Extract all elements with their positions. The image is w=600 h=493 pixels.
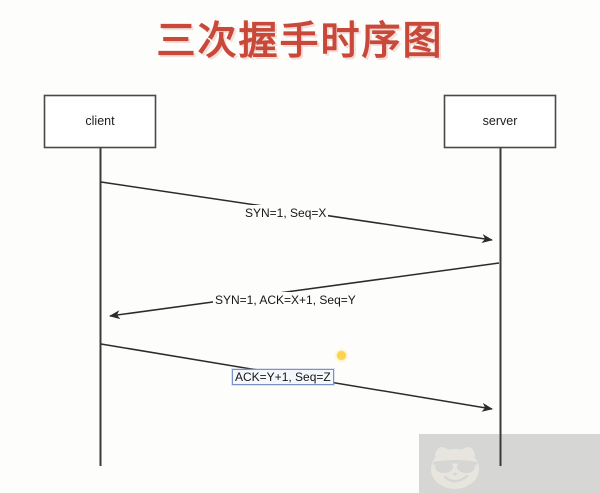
dot-marker[interactable]	[337, 351, 346, 360]
participant-box-client	[43, 94, 157, 149]
watermark-panel	[419, 434, 600, 493]
participant-label-server[interactable]: server	[482, 114, 518, 128]
message-label-3-selected[interactable]: ACK=Y+1, Seq=Z	[232, 369, 334, 385]
message-arrow-2	[109, 262, 500, 320]
page-title: 三次握手时序图	[156, 19, 444, 64]
participant-box-server	[443, 94, 557, 149]
message-label-2[interactable]: SYN=1, ACK=X+1, Seq=Y	[213, 292, 358, 308]
sloth-logo-icon	[431, 447, 479, 489]
message-label-1[interactable]: SYN=1, Seq=X	[243, 205, 329, 221]
participant-label-client[interactable]: client	[85, 114, 115, 128]
